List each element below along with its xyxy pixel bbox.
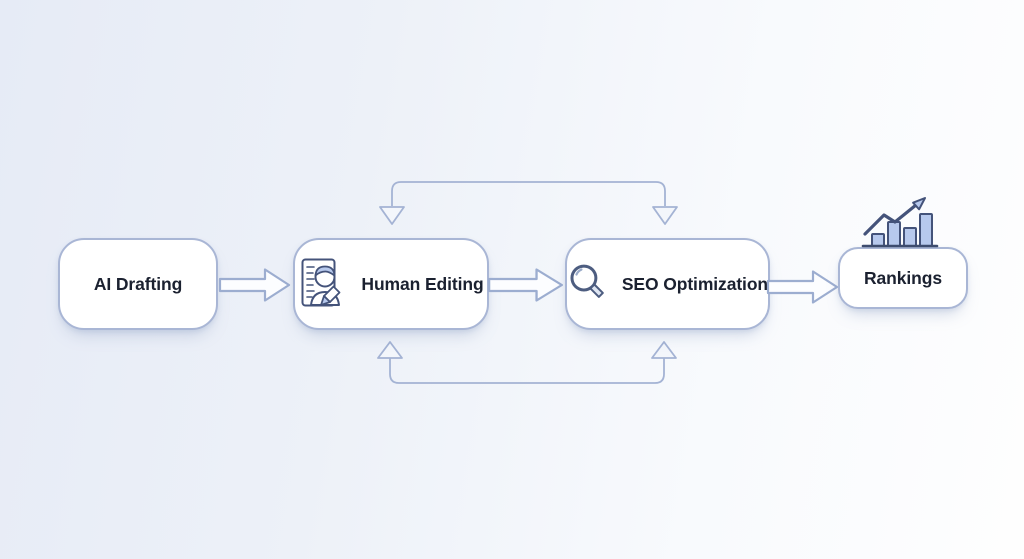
node-human-editing: Human Editing [293, 238, 489, 330]
document-editor-icon [301, 258, 341, 307]
arrowhead-down-left-icon [379, 206, 405, 225]
bar-chart-growth-icon [861, 197, 939, 248]
flow-arrow-3-icon [766, 270, 839, 304]
node-ai-drafting: AI Drafting [58, 238, 218, 330]
node-label: Human Editing [361, 273, 484, 294]
flow-arrow-1-icon [218, 268, 291, 302]
node-label: SEO Optimization [621, 273, 768, 294]
node-label: Rankings [864, 267, 942, 288]
node-label: AI Drafting [93, 273, 183, 294]
magnifier-icon [570, 264, 604, 298]
node-seo-optimization: SEO Optimization [565, 238, 770, 330]
flow-arrow-2-icon [487, 268, 563, 302]
node-rankings: Rankings [838, 247, 968, 309]
feedback-loop-top [379, 181, 678, 225]
arrowhead-up-left-icon [377, 341, 403, 359]
arrowhead-up-right-icon [651, 341, 677, 359]
feedback-loop-bottom [377, 341, 677, 384]
arrowhead-down-right-icon [652, 206, 678, 225]
